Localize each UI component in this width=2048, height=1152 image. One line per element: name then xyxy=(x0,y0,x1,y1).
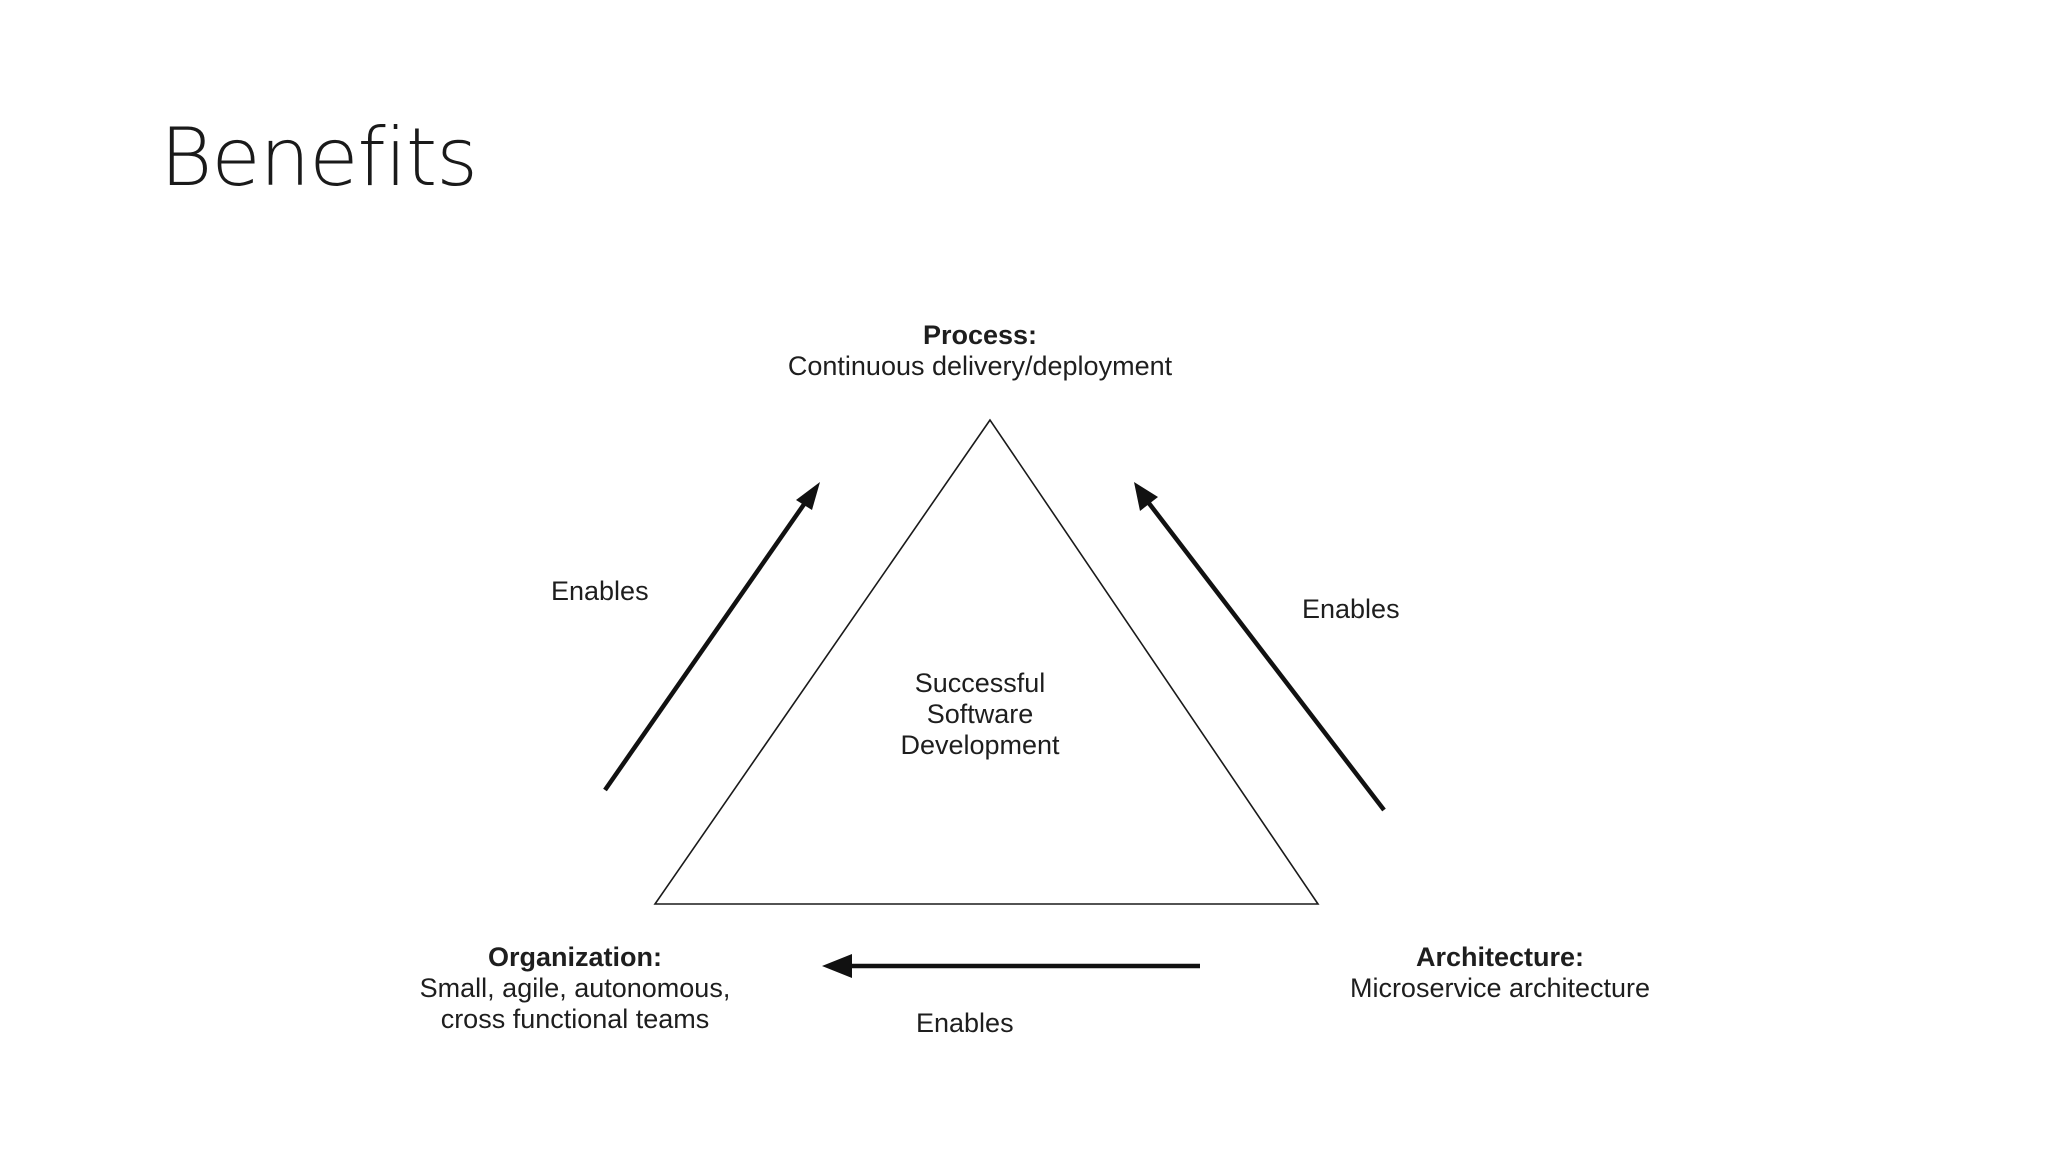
arrow-bottom-architecture-to-organization xyxy=(822,954,1200,978)
architecture-label: Architecture: Microservice architecture xyxy=(1320,942,1680,1004)
organization-text-line-2: cross functional teams xyxy=(440,1004,710,1034)
enables-label-left: Enables xyxy=(551,576,649,606)
process-label: Process: Continuous delivery/deployment xyxy=(780,320,1180,382)
process-text: Continuous delivery/deployment xyxy=(787,351,1173,381)
arrow-left-organization-to-process xyxy=(603,482,820,792)
organization-text-line-1: Small, agile, autonomous, xyxy=(419,973,731,1003)
organization-label: Organization: Small, agile, autonomous, … xyxy=(400,942,750,1035)
center-text-line-2: Software xyxy=(926,699,1034,729)
center-text-line-3: Development xyxy=(900,730,1060,760)
process-heading: Process: xyxy=(922,320,1038,350)
center-text-line-1: Successful xyxy=(914,668,1046,698)
architecture-heading: Architecture: xyxy=(1415,942,1585,972)
organization-heading: Organization: xyxy=(488,942,662,972)
triangle-outline xyxy=(653,418,1320,905)
architecture-text: Microservice architecture xyxy=(1349,973,1651,1003)
enables-label-bottom: Enables xyxy=(916,1008,1014,1038)
slide-title: Benefits xyxy=(160,111,478,204)
center-label: Successful Software Development xyxy=(880,668,1080,761)
enables-label-right: Enables xyxy=(1302,594,1400,624)
arrow-right-architecture-to-process xyxy=(1134,482,1386,812)
